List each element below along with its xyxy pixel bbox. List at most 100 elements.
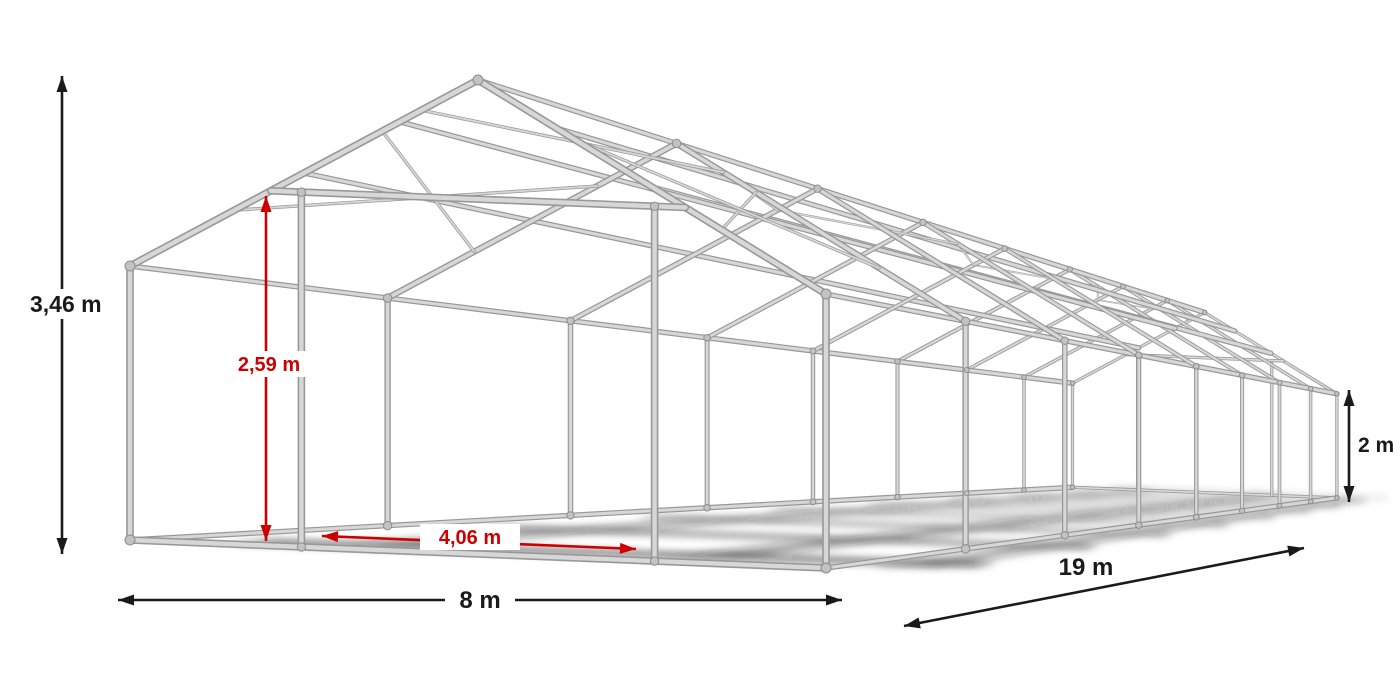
pipe-joint: [649, 201, 660, 212]
frame-pipe: [476, 78, 1207, 315]
pipe-joint: [1069, 484, 1076, 490]
pipe-joint: [963, 490, 970, 497]
dimension-entrance-width: 4,06 m: [321, 524, 637, 554]
pipe-joint: [919, 218, 927, 227]
pipe-joint: [1001, 245, 1009, 252]
shadow-patch: [464, 526, 1101, 549]
pipe-joint: [703, 503, 711, 512]
arrowhead-left-icon: [322, 531, 339, 543]
shadow-patch: [1006, 494, 1343, 507]
shadow-patch: [763, 508, 1233, 526]
shadow-patch: [223, 539, 998, 567]
entrance-height-label-bg: [226, 351, 312, 377]
width-label-bg: [445, 587, 515, 613]
pipe-joint: [1307, 498, 1314, 505]
pipe-joint: [649, 556, 660, 566]
pipe-joint: [1334, 495, 1340, 501]
arrowhead-right-icon: [826, 594, 842, 606]
dimension-side-height: 2 m: [1343, 390, 1399, 502]
pipe-joint: [1069, 380, 1076, 386]
pipe-joint: [963, 367, 970, 373]
pipe-joint: [1060, 336, 1069, 345]
pipe-joint: [813, 184, 822, 193]
dimension-width: 8 m: [118, 587, 842, 614]
pipe-joint: [1021, 374, 1027, 380]
pipe-joint: [1135, 351, 1143, 359]
frame-pipe: [1071, 486, 1338, 499]
pipe-joint: [1307, 385, 1314, 392]
dimension-total-height: 3,46 m: [24, 76, 120, 554]
shadow-patch: [942, 497, 1314, 512]
pipe-joint: [820, 562, 832, 574]
pipe-joint: [671, 138, 682, 149]
steel-frame-wireframe: [124, 74, 1340, 574]
pipe-joint: [1238, 507, 1246, 515]
arrowhead-right-icon: [1287, 545, 1304, 557]
total-height-label-bg: [24, 289, 120, 319]
pipe-joint: [1238, 372, 1246, 379]
frame-pipe: [381, 130, 476, 253]
pipe-joint: [124, 260, 136, 272]
frame-pipe: [385, 141, 679, 300]
shadow-patch: [659, 495, 1285, 559]
pipe-joint: [1164, 297, 1171, 304]
pipe-joint: [1334, 391, 1340, 397]
frame-pipe: [302, 171, 1141, 350]
pipe-joint: [566, 316, 575, 325]
frame-pipe: [128, 485, 1075, 542]
dimension-length: 19 m: [903, 545, 1305, 629]
pipe-joint: [894, 493, 901, 501]
frame-pipe: [572, 137, 880, 269]
frame-pipe: [824, 292, 1339, 396]
arrowhead-down-icon: [1343, 486, 1355, 502]
arrowhead-down-icon: [260, 525, 272, 541]
arrowhead-right-icon: [619, 542, 636, 554]
arrowhead-up-icon: [260, 196, 272, 212]
frame-pipe: [705, 221, 925, 340]
pipe-joint: [472, 74, 484, 86]
pipe-joint: [1135, 521, 1143, 529]
total-height-label: 3,46 m: [30, 291, 102, 317]
frame-pipe: [127, 77, 481, 269]
entrance-height-label: 2,59 m: [238, 354, 300, 376]
frame-pipe: [824, 496, 1339, 570]
pipe-joint: [1192, 513, 1200, 521]
dimension-annotations: 3,46 m 2,59 m 4,06 m 8 m 19: [24, 76, 1399, 629]
entrance-width-label: 4,06 m: [439, 527, 501, 549]
frame-pipe: [127, 537, 829, 571]
pipe-joint: [566, 511, 575, 520]
frame-pipe: [776, 209, 959, 245]
side-height-label: 2 m: [1358, 434, 1394, 457]
shadow-patch: [872, 498, 1370, 568]
width-label: 8 m: [459, 587, 500, 614]
arrowhead-up-icon: [56, 76, 68, 92]
pipe-joint: [809, 498, 817, 506]
arrowhead-left-icon: [904, 617, 921, 629]
pipe-joint: [296, 187, 307, 197]
arrowhead-down-icon: [56, 538, 68, 554]
frame-pipe: [720, 191, 758, 231]
pipe-joint: [296, 542, 307, 552]
pipe-joint: [1202, 309, 1208, 316]
pipe-joint: [1120, 283, 1126, 290]
frame-pipe: [398, 120, 1177, 330]
pipe-joint: [894, 358, 901, 365]
frame-pipe: [268, 188, 688, 210]
frame-pipe: [1003, 247, 1198, 368]
arrowhead-left-icon: [118, 594, 134, 606]
pipe-joint: [382, 293, 393, 303]
dimension-entrance-height: 2,59 m: [226, 196, 312, 541]
pipe-joint: [1066, 266, 1073, 273]
entrance-width-label-bg: [420, 524, 520, 550]
shadow-patch: [340, 490, 1159, 546]
length-label: 19 m: [1059, 554, 1114, 581]
frame-pipe: [816, 187, 1067, 343]
pipe-joint: [1192, 362, 1200, 370]
side-height-label-bg: [1353, 432, 1399, 458]
shadow-patch: [635, 516, 1176, 536]
pipe-joint: [960, 544, 971, 554]
frame-pipe: [128, 264, 1075, 385]
pipe-joint: [809, 347, 817, 355]
